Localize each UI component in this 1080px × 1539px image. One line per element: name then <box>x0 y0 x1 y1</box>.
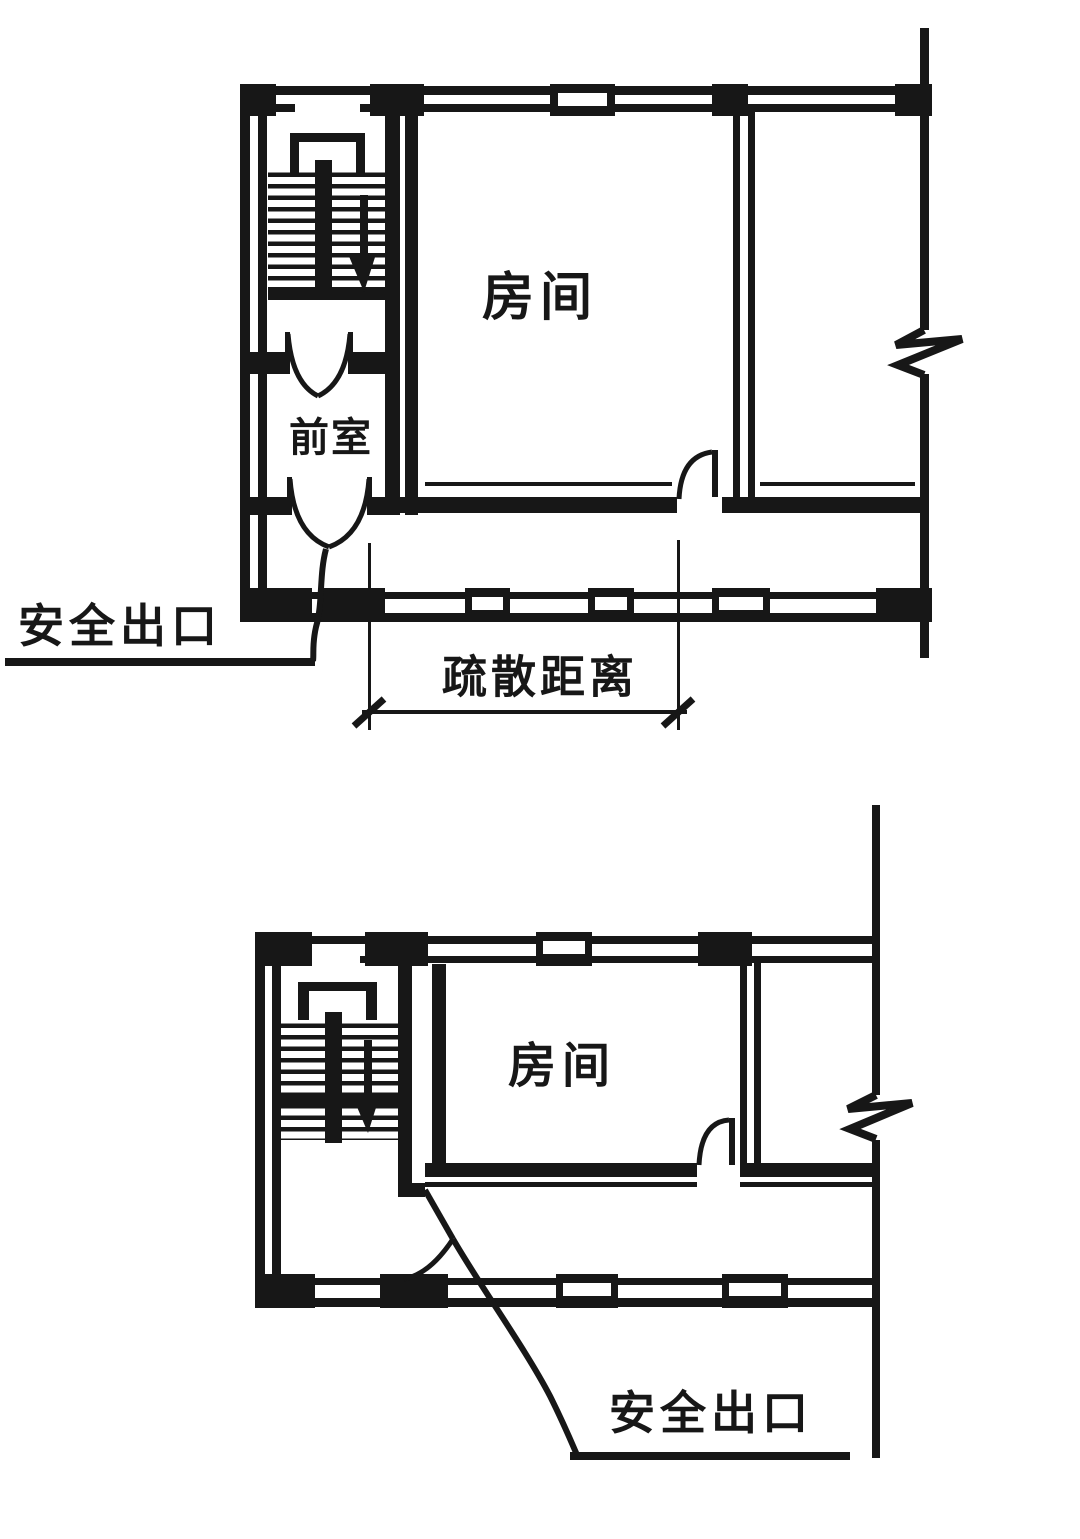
top-plan-vestibule <box>240 332 385 550</box>
partition-wall <box>733 112 755 497</box>
bottom-plan-rooms <box>425 958 872 1187</box>
stair-direction-arrow <box>352 1040 380 1133</box>
wall-break-icon <box>839 1091 914 1143</box>
bottom-floor-plan <box>255 805 914 1460</box>
room-label-bottom: 房间 <box>507 1038 617 1094</box>
stair-direction-arrow <box>348 195 376 292</box>
exit-label-underline <box>570 1452 850 1460</box>
window-symbol <box>712 588 770 622</box>
room-door <box>696 1117 735 1166</box>
window-symbol <box>588 588 634 622</box>
top-plan-rooms <box>385 112 929 513</box>
window-symbol <box>465 588 510 622</box>
bottom-plan-exterior-walls <box>255 805 914 1458</box>
room-door <box>676 449 718 500</box>
evacuation-distance-label: 疏散距离 <box>441 650 639 704</box>
window-symbol <box>536 932 592 966</box>
stair-handrail <box>315 160 332 300</box>
top-floor-plan <box>5 28 964 730</box>
room-label-top: 房间 <box>481 268 599 328</box>
vestibule-label: 前室 <box>289 415 373 461</box>
stair-exit-door <box>398 1183 456 1282</box>
exit-leader-bottom <box>450 1237 850 1460</box>
window-symbol <box>556 1274 618 1308</box>
evacuation-dimension <box>351 540 696 730</box>
top-plan-stairwell <box>268 112 418 515</box>
stair-handrail <box>325 1012 342 1143</box>
wall-break-icon <box>887 326 964 379</box>
vestibule-exit-door <box>287 477 372 550</box>
exit-label-underline <box>5 658 315 666</box>
window-symbol <box>722 1274 788 1308</box>
right-wall <box>887 28 964 658</box>
stair-door <box>285 332 353 399</box>
window-symbol <box>550 84 615 116</box>
exit-label-top: 安全出口 <box>18 599 222 653</box>
bottom-plan-stairwell <box>275 964 446 1185</box>
partition-wall <box>740 958 761 1163</box>
right-wall <box>839 805 914 1458</box>
exit-leader-top <box>5 548 329 666</box>
exit-label-bottom: 安全出口 <box>609 1386 813 1440</box>
